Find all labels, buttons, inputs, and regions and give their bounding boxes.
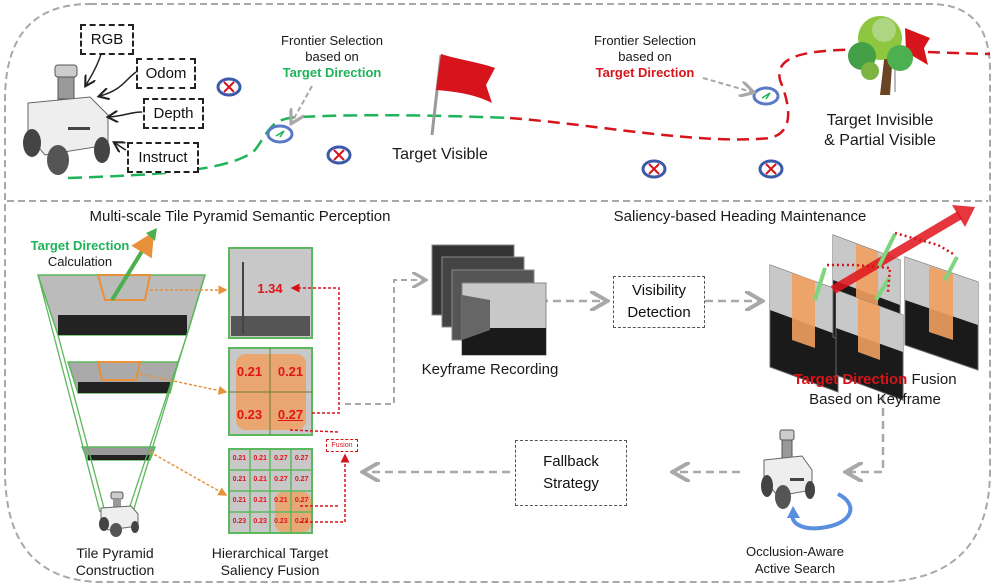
input-rgb-box: RGB [80, 24, 134, 55]
saliency-score: 0.23 [232, 518, 247, 525]
direction-fusion-label: Target Direction Fusion Based on Keyfram… [793, 371, 957, 408]
frontier-marker-selected [752, 86, 780, 106]
saliency-score: 0.21 [232, 455, 247, 462]
saliency-score: 0.21 [253, 497, 267, 504]
target-invisible-label: Target Invisible & Partial Visible [824, 112, 936, 149]
frontier-marker-rejected [758, 159, 784, 179]
target-visible-label: Target Visible [392, 146, 488, 163]
robot-icon [23, 64, 110, 175]
keyframe-stack [431, 244, 547, 356]
frontier-label-red: Frontier Selection based on Target Direc… [594, 33, 696, 80]
trajectory-green [67, 113, 511, 180]
saliency-score: 0.23 [274, 518, 288, 525]
input-instruct-box: Instruct [127, 142, 199, 173]
saliency-score: 1.34 [257, 281, 283, 296]
saliency-score: 0.27 [274, 455, 288, 462]
saliency-fusion-label: Hierarchical Target Saliency Fusion [211, 545, 329, 578]
frontier-marker-rejected [326, 145, 352, 165]
saliency-score: 0.27 [274, 476, 288, 483]
tile-construction-label: Tile Pyramid Construction [75, 545, 155, 578]
frontier-marker-rejected [216, 77, 242, 97]
robot-icon [761, 429, 815, 509]
saliency-score: 0.27 [294, 497, 309, 504]
saliency-score: 0.27 [294, 455, 309, 462]
heading-section-title: Saliency-based Heading Maintenance [613, 208, 867, 225]
fusion-tag: Fusion [326, 439, 358, 452]
input-odom-box: Odom [136, 58, 196, 89]
tile-level-3-scores: 0.21 0.21 0.27 0.27 0.21 0.21 0.27 0.27 0.21 0.21… [229, 449, 312, 533]
saliency-score: 0.21 [232, 476, 247, 483]
tree-icon [848, 16, 930, 95]
saliency-score: 0.21 [274, 497, 288, 504]
saliency-score: 0.23 [253, 518, 267, 525]
frontier-label-green: Frontier Selection based on Target Direc… [281, 33, 383, 80]
saliency-score: 0.23 [294, 518, 309, 525]
input-depth-box: Depth [143, 98, 204, 129]
saliency-score: 0.21 [253, 455, 267, 462]
frontier-marker-selected [266, 124, 294, 144]
outer-border [4, 3, 991, 583]
saliency-score: 0.21 [277, 364, 304, 379]
saliency-score: 0.27 [294, 476, 309, 483]
tile-pyramid [36, 274, 207, 513]
saliency-score: 0.27 [277, 407, 304, 422]
direction-calc-label: Target Direction Calculation [30, 238, 130, 269]
active-search-label: Occlusion-Aware Active Search [745, 544, 845, 576]
target-flag-icon [430, 54, 495, 136]
target-direction-arrow [110, 231, 155, 302]
saliency-score: 0.21 [232, 497, 247, 504]
keyframe-recording-label: Keyframe Recording [421, 361, 559, 378]
saliency-score: 0.21 [236, 364, 263, 379]
saliency-score: 0.23 [236, 407, 263, 422]
pyramid-section-title: Multi-scale Tile Pyramid Semantic Percep… [89, 208, 391, 225]
frontier-marker-rejected [641, 159, 667, 179]
robot-icon [99, 491, 139, 537]
rotation-arrow [790, 492, 853, 531]
fused-direction-arrow [830, 211, 963, 294]
saliency-score: 0.21 [253, 476, 267, 483]
